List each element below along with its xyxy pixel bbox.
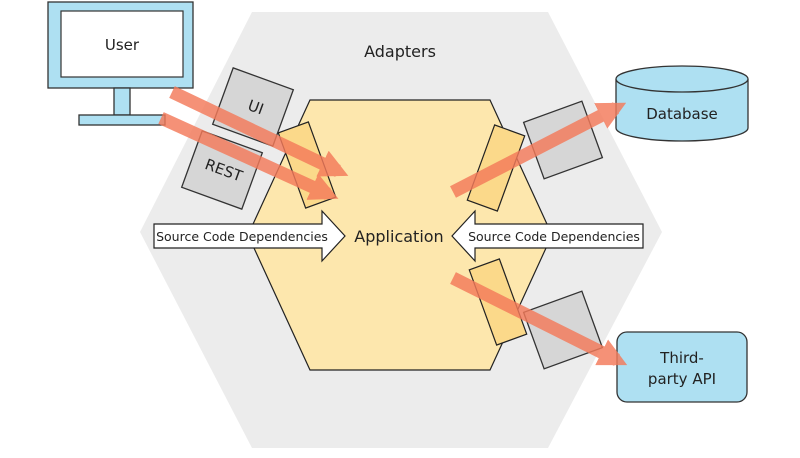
adapters-label: Adapters [364, 42, 436, 61]
flow-arrow-database [450, 102, 627, 198]
database-label: Database [646, 105, 718, 123]
third-party-api-box [616, 331, 748, 403]
dependency-arrow-left [153, 209, 346, 263]
third-party-label-line1: Third- [659, 349, 704, 367]
ui-adapter-label: UI [245, 96, 266, 118]
flow-arrow-third-party [450, 272, 628, 366]
application-label: Application [354, 227, 443, 246]
dependency-label-left: Source Code Dependencies [156, 229, 328, 244]
dependency-label-right: Source Code Dependencies [468, 229, 640, 244]
third-party-label-line2: party API [648, 370, 716, 388]
dependency-arrow-right [451, 209, 644, 263]
database-icon [615, 65, 749, 142]
flow-arrow-rest [158, 112, 339, 200]
flow-arrow-ui [169, 86, 349, 177]
user-monitor-icon [47, 1, 194, 126]
user-label: User [105, 36, 140, 54]
